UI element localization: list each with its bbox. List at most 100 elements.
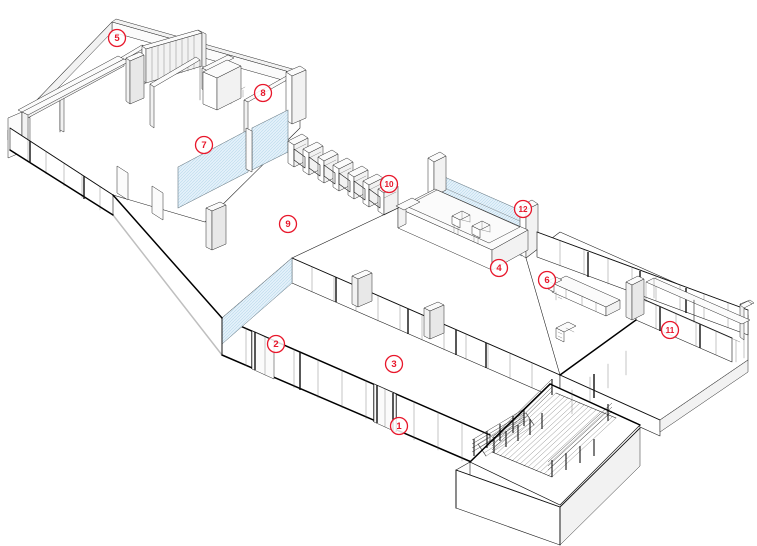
north-west-wing [7,18,307,223]
nw-facade-bottom-edge [9,149,114,216]
callout-4-label: 4 [496,263,502,274]
callout-2[interactable]: 2 [266,334,286,354]
nw-mid-column-face [125,57,131,105]
callout-1[interactable]: 1 [389,416,409,436]
east-wing-floor-edge-line [659,359,749,421]
lobby-floor-edge-left [112,194,223,319]
callout-8[interactable]: 8 [253,83,273,103]
service-room-frames [571,350,627,415]
gate-leaf-2 [308,156,321,177]
callout-4[interactable]: 4 [489,258,509,278]
corridor-column-1-side [357,272,373,308]
speed-gate-turnstiles [287,133,399,216]
callout-3[interactable]: 3 [384,354,404,374]
reception-chair-1 [451,210,471,235]
locker-doors [151,35,195,82]
callout-8-circle [253,83,273,103]
desk-left-wing-line [395,205,405,211]
callout-7-label: 7 [201,140,206,151]
service-room-near-stair [555,321,627,415]
callout-2-label: 2 [273,339,278,350]
tall-cabinet-side [216,65,242,111]
callout-6-circle [537,270,557,290]
nw-mid-column-side [129,54,145,105]
corridor-column-1-face [351,275,359,308]
east-divider-col-side [631,278,645,321]
corridor-west-glass-frame [221,257,293,345]
lobby-column-face [205,207,213,251]
callout-1-circle [389,416,409,436]
stair-wall-edges [455,427,641,546]
callout-3-label: 3 [391,359,396,370]
glass-partition-lobby-2-frame [251,109,289,171]
glass-screen-transom [439,185,523,223]
callout-5-circle [107,28,127,48]
reception-desk-inner-edge [405,205,490,244]
ne-corner-column-side [291,69,307,125]
stair-balustrade-landing [471,408,525,456]
lobby-floor-edge-to-recep [291,207,399,259]
tall-cabinet-front [202,71,218,111]
gate-leaf-1 [293,148,306,169]
callout-12[interactable]: 12 [513,199,533,219]
corridor-column-2-side [429,304,445,340]
service-counter-detail [557,327,575,339]
glass-partition-lobby-frame [177,129,249,209]
waiting-bench [551,275,621,317]
stair-core [455,378,641,546]
gate-leaf-6 [368,188,381,209]
nw-facade-mullions [27,139,101,211]
reception-chair-2 [471,220,491,245]
south-corridor-wing [221,257,561,471]
callout-markers: 1 2 3 4 5 6 [107,28,680,436]
stair-core-top-edge [469,383,551,463]
gate-leaf-3 [323,164,336,185]
east-right-inner-frame [735,335,745,363]
nw-door-2 [151,185,164,221]
callout-10-circle [379,174,399,194]
callout-7[interactable]: 7 [194,135,214,155]
callout-8-label: 8 [260,88,265,99]
lobby-misc [112,194,399,356]
callout-3-circle [384,354,404,374]
east-cross-wall-top [739,300,753,309]
lobby-floor-edge-left2 [112,214,223,356]
callout-5[interactable]: 5 [107,28,127,48]
east-divider-col-face [625,281,633,321]
callout-1-label: 1 [396,421,402,432]
callout-9[interactable]: 9 [278,214,298,234]
screen-post-left-side [433,155,447,197]
east-north-wall-top [536,231,749,311]
callout-6[interactable]: 6 [537,270,557,290]
callout-2-circle [266,334,286,354]
callout-9-circle [278,214,298,234]
callout-12-circle [513,199,533,219]
callout-12-label: 12 [518,205,528,214]
east-south-wall-top [559,374,661,421]
east-wing [525,231,755,437]
nw-door-1 [116,165,129,201]
nw-facade-top-edge [9,127,114,196]
callout-11-circle [660,320,680,340]
gate-leaf-5 [353,180,366,201]
east-wing-inner-edge [559,319,637,376]
callout-6-label: 6 [544,275,549,286]
corridor-column-2-face [423,307,431,340]
reception-block [395,151,539,271]
callout-10-label: 10 [384,180,394,189]
callout-11-label: 11 [666,326,675,335]
back-of-house-room [635,277,751,363]
stair-core-right-edge [549,383,641,426]
callout-11[interactable]: 11 [660,320,680,340]
gate-leaf-4 [338,172,351,193]
callout-10[interactable]: 10 [379,174,399,194]
lobby-column-side [211,204,227,251]
glass-door-leaf [245,127,253,173]
wall-5-7-face [149,83,155,129]
stair-balustrade-right [547,402,613,477]
callout-4-circle [489,258,509,278]
service-counter-front [555,327,565,343]
callout-9-label: 9 [285,219,290,230]
